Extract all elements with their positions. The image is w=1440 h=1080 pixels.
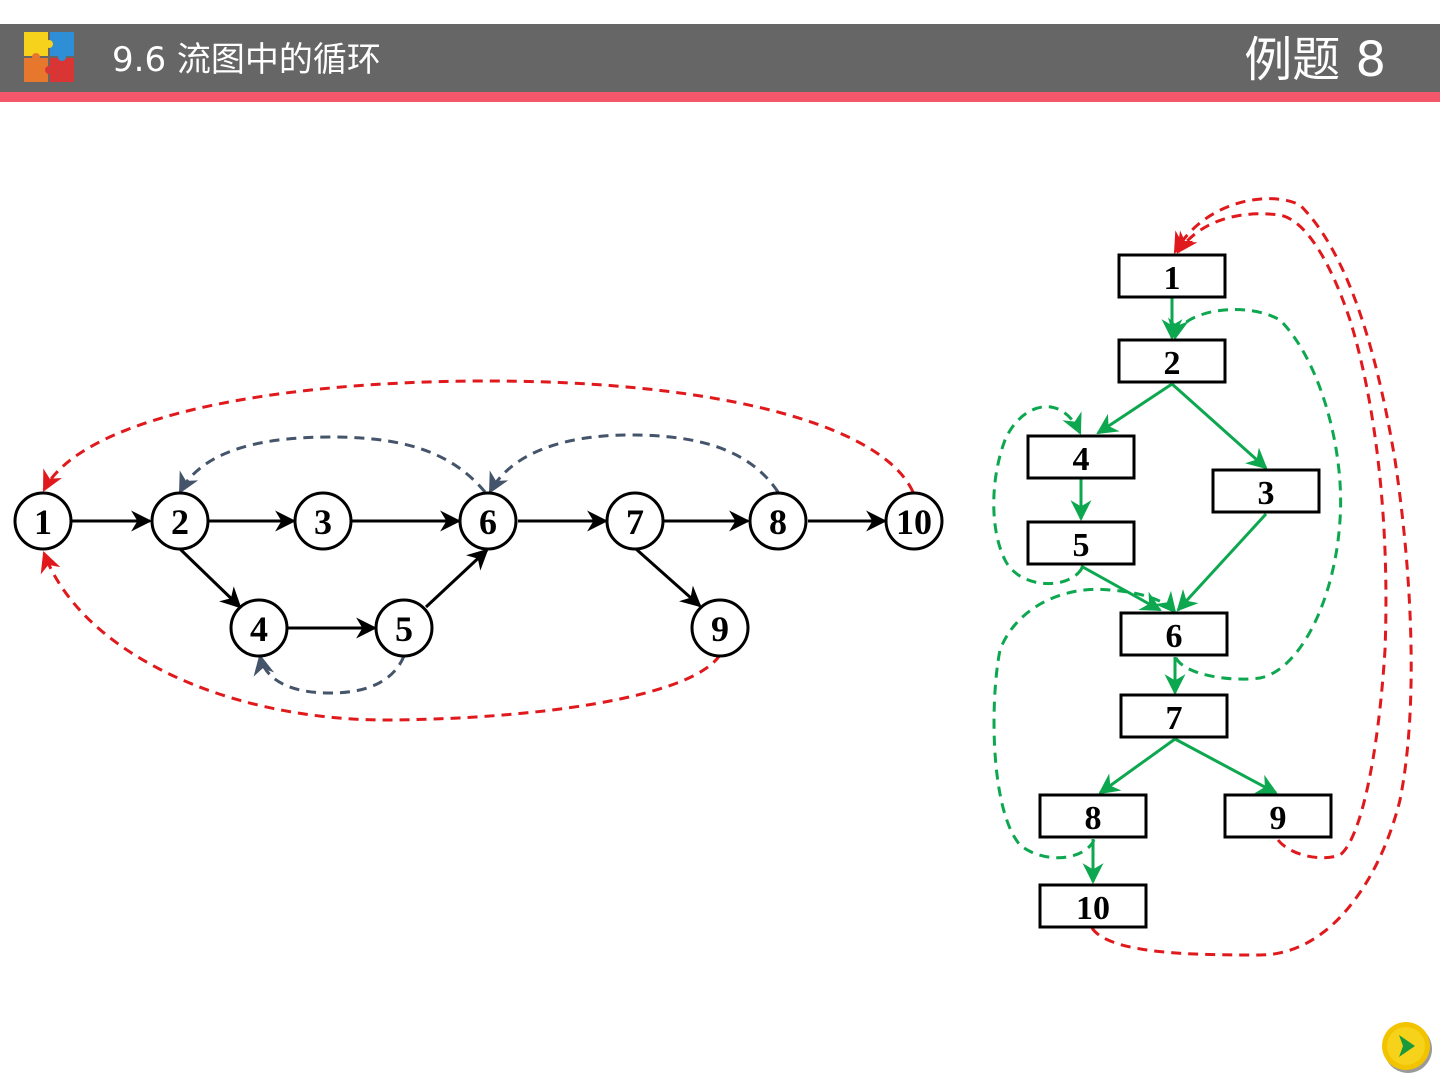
right-back-edge-5-4 (992, 405, 1084, 586)
svg-text:6: 6 (479, 502, 497, 542)
right-back-edge-9-1 (1176, 212, 1388, 860)
svg-text:8: 8 (1085, 800, 1102, 837)
right-edge-7-8 (1098, 737, 1176, 795)
svg-text:3: 3 (314, 502, 332, 542)
left-edge-2-4 (178, 547, 242, 609)
right-back-edge-8-6 (992, 587, 1177, 860)
left-back-edge-10-1 (42, 379, 915, 493)
right-edge-3-6 (1176, 512, 1268, 612)
svg-text:6: 6 (1166, 618, 1183, 655)
right-edge-7-9 (1174, 737, 1278, 795)
section-title: 9.6 流图中的循环 (112, 40, 381, 80)
right-back-edge-10-1 (1090, 197, 1413, 957)
left-node-8: 8 (748, 491, 808, 551)
right-node-4: 4 (1026, 434, 1136, 480)
left-node-2: 2 (150, 491, 210, 551)
left-edge-7-9 (635, 547, 702, 608)
right-node-8: 8 (1038, 793, 1148, 839)
left-node-5: 5 (374, 598, 434, 658)
header-stripe (0, 92, 1440, 102)
svg-text:8: 8 (769, 502, 787, 542)
right-node-3: 3 (1211, 468, 1321, 514)
svg-text:1: 1 (1164, 260, 1181, 297)
svg-text:10: 10 (1076, 890, 1110, 927)
left-back-edge-8-6 (488, 433, 780, 494)
left-node-1: 1 (13, 491, 73, 551)
right-node-10: 10 (1038, 883, 1148, 929)
svg-text:4: 4 (1073, 441, 1090, 478)
left-back-edge-5-4 (253, 653, 406, 695)
next-arrow-icon[interactable] (1378, 1018, 1434, 1074)
right-edge-2-4 (1096, 382, 1173, 435)
left-node-9: 9 (690, 598, 750, 658)
svg-text:4: 4 (250, 609, 268, 649)
svg-text:10: 10 (896, 502, 932, 542)
svg-text:9: 9 (711, 609, 729, 649)
svg-text:1: 1 (34, 502, 52, 542)
right-node-6: 6 (1119, 611, 1229, 657)
svg-text:5: 5 (395, 609, 413, 649)
header-bar (0, 24, 1440, 92)
left-node-3: 3 (293, 491, 353, 551)
right-node-5: 5 (1026, 520, 1136, 566)
right-node-9: 9 (1223, 793, 1333, 839)
left-node-10: 10 (884, 491, 944, 551)
example-title: 例题 8 (1244, 32, 1386, 88)
svg-text:2: 2 (171, 502, 189, 542)
svg-text:9: 9 (1270, 800, 1287, 837)
left-node-7: 7 (605, 491, 665, 551)
left-node-4: 4 (229, 598, 289, 658)
right-node-7: 7 (1119, 693, 1229, 739)
svg-text:3: 3 (1258, 475, 1275, 512)
left-edge-5-6 (424, 548, 489, 609)
svg-text:7: 7 (1166, 700, 1183, 737)
right-node-1: 1 (1117, 253, 1227, 299)
puzzle-logo-icon (24, 32, 74, 82)
svg-text:5: 5 (1073, 527, 1090, 564)
svg-text:7: 7 (626, 502, 644, 542)
right-back-edge-6-2 (1168, 308, 1343, 681)
right-edge-5-6 (1080, 564, 1162, 612)
left-back-edge-6-2 (178, 435, 487, 494)
svg-text:2: 2 (1164, 345, 1181, 382)
right-node-2: 2 (1117, 338, 1227, 384)
left-node-6: 6 (458, 491, 518, 551)
right-edge-2-3 (1171, 382, 1268, 470)
